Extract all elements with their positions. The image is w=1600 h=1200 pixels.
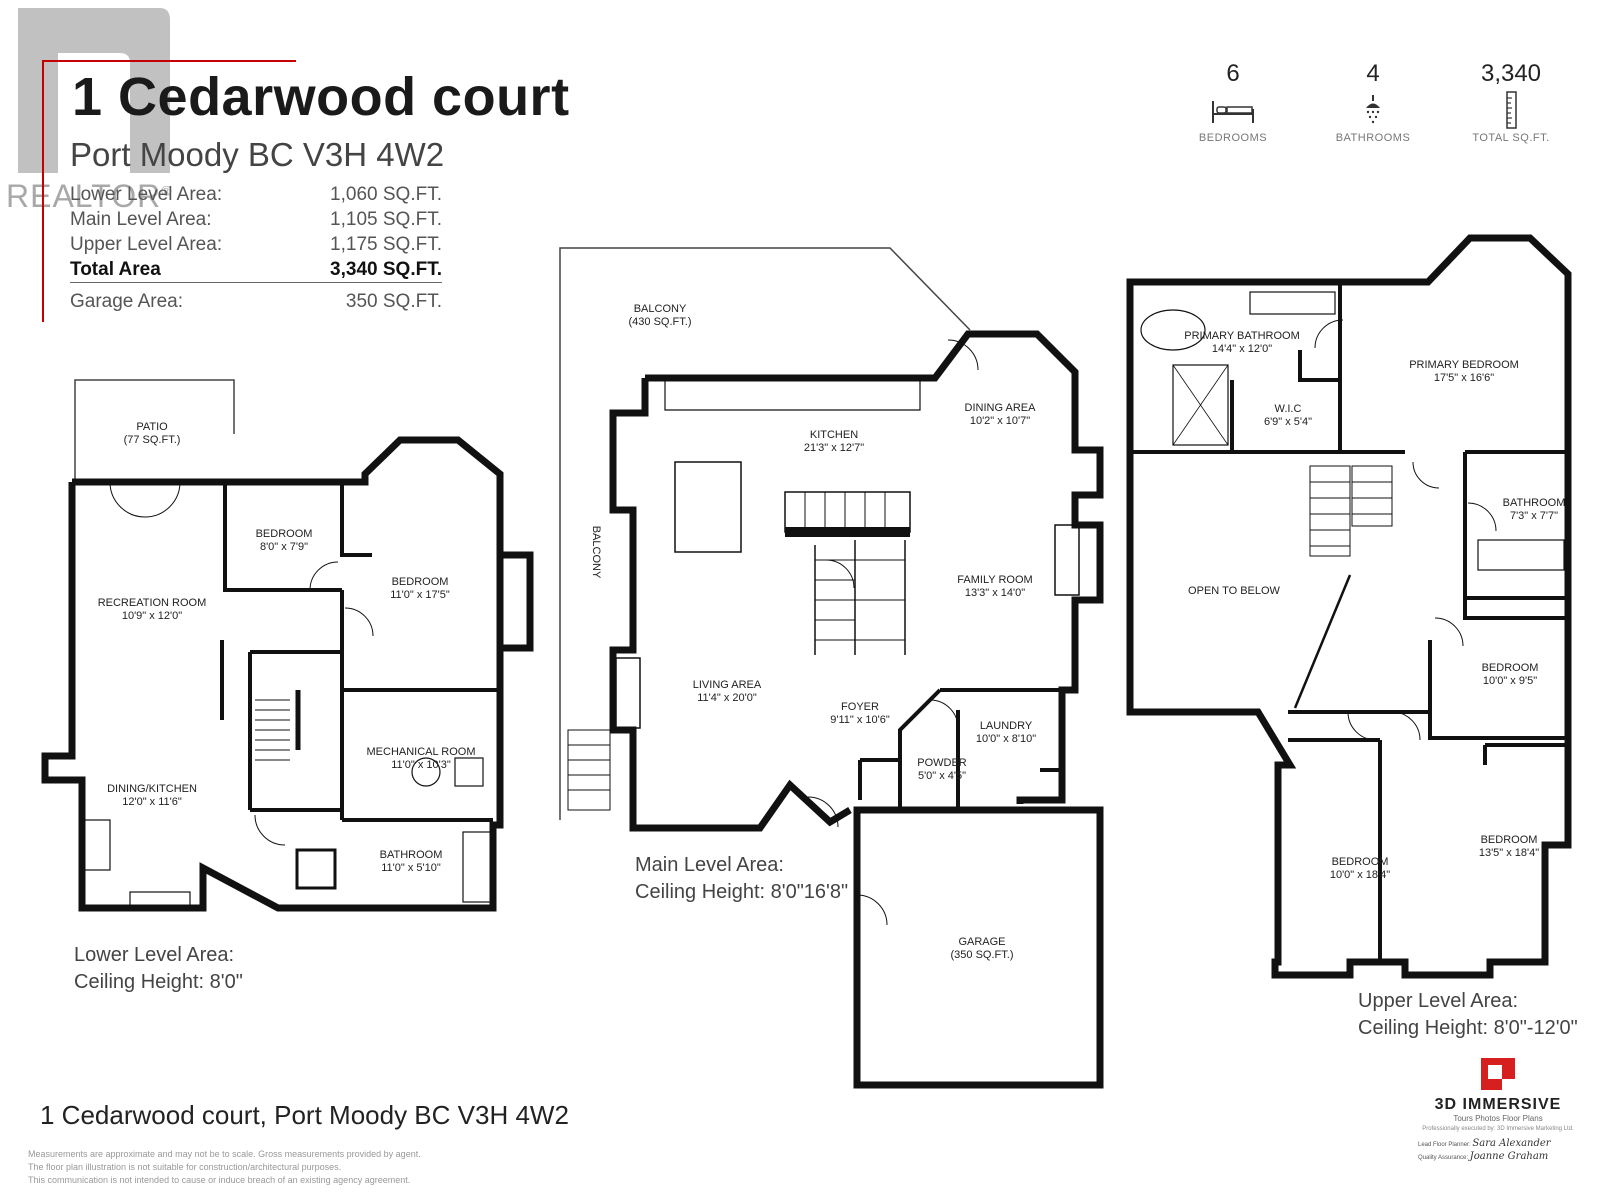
garage-label: GARAGE(350 SQ.FT.): [951, 936, 1014, 961]
balcony-side-label: BALCONY: [590, 526, 602, 579]
garage-walls: [853, 806, 1104, 1089]
area-row-main: Main Level Area:1,105 SQ.FT.: [70, 209, 442, 230]
stat-bedrooms: 6 BEDROOMS: [1198, 60, 1268, 144]
brand-logo-icon: [1481, 1058, 1515, 1090]
property-title: 1 Cedarwood court: [72, 67, 570, 127]
upper-level-plan: [1126, 234, 1572, 979]
footer-address: 1 Cedarwood court, Port Moody BC V3H 4W2: [40, 1100, 569, 1130]
balcony-top-label: BALCONY(430 SQ.FT.): [629, 303, 692, 328]
property-subtitle: Port Moody BC V3H 4W2: [70, 136, 445, 173]
area-row-lower: Lower Level Area:1,060 SQ.FT.: [70, 184, 442, 205]
lower-level-caption: Lower Level Area:Ceiling Height: 8'0": [74, 944, 243, 993]
open-to-below-label: OPEN TO BELOW: [1188, 585, 1281, 597]
lower-level-plan: [41, 379, 534, 912]
patio-label: PATIO(77 SQ.FT.): [124, 421, 181, 446]
realtor-watermark: REALTOR®: [6, 178, 173, 214]
area-row-upper: Upper Level Area:1,175 SQ.FT.: [70, 234, 442, 255]
upper-level-caption: Upper Level Area:Ceiling Height: 8'0"-12…: [1358, 990, 1578, 1039]
accent-line-left: [42, 62, 44, 322]
brand-block: 3D IMMERSIVE Tours Photos Floor Plans Pr…: [1418, 1056, 1578, 1164]
area-summary: Lower Level Area:1,060 SQ.FT. Main Level…: [70, 182, 442, 314]
realtor-logo: [18, 8, 170, 173]
stat-total-sqft: 3,340 TOTAL SQ.FT.: [1472, 60, 1550, 144]
stat-bathrooms: 4 BATHROOMS: [1335, 60, 1411, 144]
balcony-outline: [559, 247, 971, 820]
main-level-caption: Main Level Area:Ceiling Height: 8'0"16'8…: [635, 854, 849, 903]
brand-signatures: Lead Floor Planner: Sara Alexander Quali…: [1418, 1138, 1551, 1162]
main-level-plan: [559, 247, 1104, 1089]
bed-icon: [1212, 101, 1254, 123]
disclaimer: Measurements are approximate and may not…: [28, 1149, 421, 1185]
patio-outline: [74, 379, 235, 482]
ruler-icon: [1506, 91, 1517, 129]
accent-line-top: [42, 60, 296, 62]
area-row-garage: Garage Area:350 SQ.FT.: [70, 291, 442, 312]
shower-icon: [1366, 95, 1380, 124]
